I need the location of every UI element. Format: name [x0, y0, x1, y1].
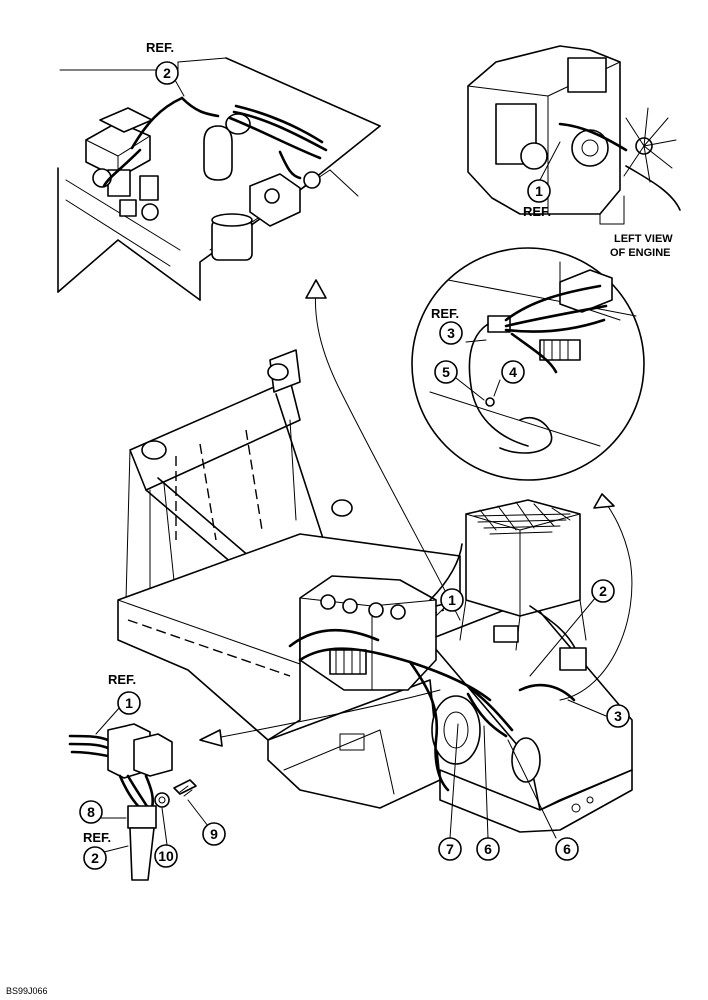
callout-main-6b: 6 [555, 837, 579, 861]
callout-number: 6 [484, 841, 492, 857]
fan-icon [623, 107, 677, 183]
callout-leaders [95, 596, 607, 853]
callout-engine-1: 1 [527, 179, 551, 203]
callout-detail-3: 3 [439, 321, 463, 345]
ref-label-engine: REF. [523, 204, 551, 219]
callout-number: 2 [91, 850, 99, 866]
callout-detail-4: 4 [501, 360, 525, 384]
inset-top-left-valves [57, 57, 381, 301]
callout-number: 6 [563, 841, 571, 857]
callout-detail-5: 5 [434, 360, 458, 384]
drawing-code: BS99J066 [6, 986, 48, 996]
callout-main-2: 2 [591, 579, 615, 603]
callout-number: 5 [442, 364, 450, 380]
callout-1-ref-top: 2 [155, 61, 179, 85]
main-machine-view [117, 279, 633, 833]
ref-label-hose: REF. [83, 830, 111, 845]
callout-detail-9: 9 [202, 822, 226, 846]
callout-number: 3 [447, 325, 455, 341]
callout-detail-ref-2: 2 [83, 846, 107, 870]
detail-connector-hardware [68, 723, 197, 881]
ref-label-connector: REF. [108, 672, 136, 687]
ref-label-detail: REF. [431, 306, 459, 321]
callout-number: 4 [509, 364, 517, 380]
detail-circle-connector [411, 247, 645, 481]
left-view-caption-line2: OF ENGINE [610, 247, 671, 259]
callout-number: 7 [446, 841, 454, 857]
callout-number: 2 [163, 65, 171, 81]
callout-number: 1 [125, 695, 133, 711]
callout-number: 8 [87, 804, 95, 820]
callout-detail-8: 8 [79, 800, 103, 824]
callout-detail-10: 10 [154, 844, 178, 868]
callout-number: 3 [614, 708, 622, 724]
callout-number: 9 [210, 826, 218, 842]
ref-label-top: REF. [146, 40, 174, 55]
callout-main-6a: 6 [476, 837, 500, 861]
callout-number: 2 [599, 583, 607, 599]
callout-main-1: 1 [440, 588, 464, 612]
left-view-caption-line1: LEFT VIEW [614, 233, 673, 245]
callout-detail-ref-1: 1 [117, 691, 141, 715]
callout-main-3: 3 [606, 704, 630, 728]
callout-number: 10 [158, 848, 174, 864]
callout-number: 1 [535, 183, 543, 199]
inset-engine-left-view [467, 45, 681, 225]
callout-main-7: 7 [438, 837, 462, 861]
callout-number: 1 [448, 592, 456, 608]
